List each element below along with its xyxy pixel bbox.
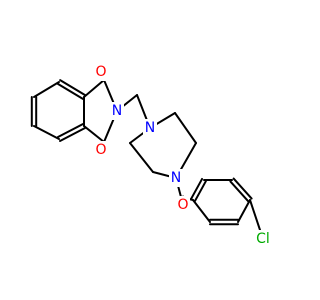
atom-N1: N bbox=[110, 102, 124, 120]
atom-label-O2: O bbox=[95, 142, 106, 158]
atom-label-Cl: Cl bbox=[256, 231, 270, 247]
bond-b2-b3 bbox=[229, 180, 250, 203]
bond-a5-a6 bbox=[59, 79, 87, 97]
bond-a5-a6 bbox=[56, 82, 84, 100]
atom-label-N1: N bbox=[112, 103, 122, 119]
bond-b3-b4 bbox=[237, 199, 251, 223]
bond-layer bbox=[30, 70, 264, 240]
atom-O2: O bbox=[94, 141, 108, 159]
molecule-structure: O O N N N O Cl bbox=[30, 63, 274, 248]
bond-a3-a4 bbox=[59, 126, 87, 142]
bond-p1-p2 bbox=[174, 112, 197, 144]
bond-b6-b1 bbox=[190, 177, 204, 200]
atom-N2: N bbox=[143, 119, 157, 137]
atom-N3: N bbox=[169, 169, 183, 187]
atom-label-O1: O bbox=[95, 64, 106, 80]
bond-a2-a3 bbox=[33, 125, 60, 140]
atom-O3: O bbox=[176, 196, 190, 214]
atom-Cl: Cl bbox=[252, 230, 274, 248]
bond-a5-cA bbox=[83, 79, 105, 98]
bond-p4-p3 bbox=[129, 142, 154, 173]
bond-b5-b6 bbox=[192, 199, 211, 223]
bond-b6-b1 bbox=[193, 180, 207, 203]
bond-a3-a4 bbox=[56, 123, 84, 139]
atom-label-O3: O bbox=[177, 197, 188, 213]
bond-a6-a1 bbox=[33, 81, 60, 98]
atom-O1: O bbox=[94, 63, 108, 81]
atom-label-N3: N bbox=[171, 170, 181, 186]
bond-a4-cB bbox=[83, 125, 105, 143]
atom-label-N2: N bbox=[145, 120, 155, 136]
atom-layer: O O N N N O Cl bbox=[94, 63, 274, 248]
bond-b2-b3 bbox=[232, 177, 253, 200]
